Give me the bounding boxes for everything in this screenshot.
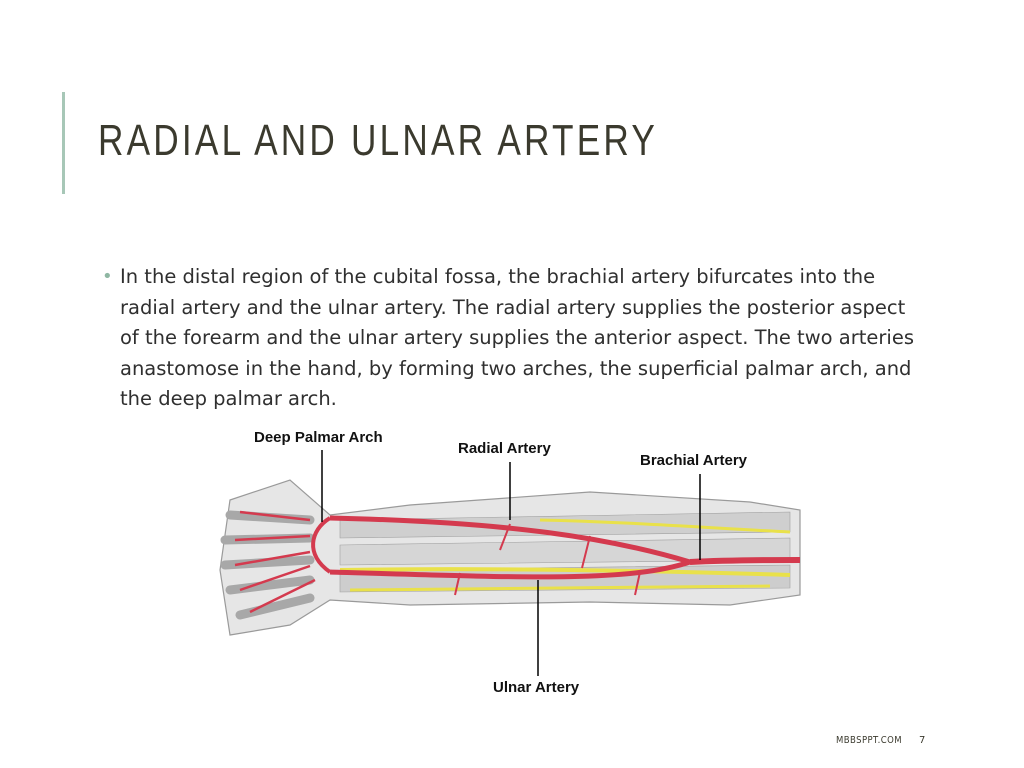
bullet-item: • In the distal region of the cubital fo…: [102, 262, 922, 415]
forearm-arteries-illustration: Deep Palmar Arch Radial Artery Brachial …: [210, 420, 820, 705]
ulnar-artery-label: Ulnar Artery: [493, 679, 580, 696]
radial-artery-label: Radial Artery: [458, 440, 551, 457]
page-number: 7: [919, 735, 926, 746]
bullet-list: • In the distal region of the cubital fo…: [102, 262, 922, 415]
ulnar-nerve: [349, 584, 771, 592]
radial-nerve: [539, 518, 791, 534]
bullet-dot-icon: •: [102, 266, 113, 287]
footer-site: MBBSPPT.COM: [836, 735, 903, 746]
bullet-text: In the distal region of the cubital foss…: [120, 265, 914, 410]
digital-arteries: [234, 510, 316, 614]
title-accent-bar: [62, 92, 65, 194]
deep-palmar-arch-label: Deep Palmar Arch: [254, 429, 383, 446]
deep-palmar-arch-path: [311, 516, 332, 574]
ulnar-artery-path: [329, 559, 691, 580]
radial-artery-path: [329, 515, 691, 565]
brachial-artery-path: [689, 557, 801, 565]
brachial-artery-label: Brachial Artery: [640, 452, 748, 469]
slide-title: RADIAL AND ULNAR ARTERY: [98, 116, 659, 165]
anatomy-diagram: Deep Palmar Arch Radial Artery Brachial …: [219, 429, 801, 696]
median-nerve: [339, 567, 791, 577]
arterial-branches: [454, 523, 641, 596]
